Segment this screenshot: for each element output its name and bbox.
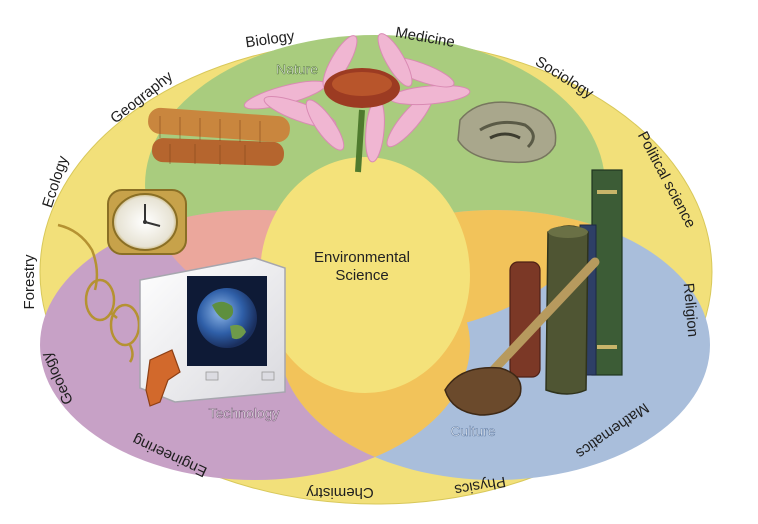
- center-title-line-1: Environmental: [314, 249, 410, 266]
- discipline-label-chemistry: Chemistry: [306, 484, 374, 501]
- culture-label: Culture: [450, 423, 495, 439]
- nature-label: Nature: [276, 61, 318, 77]
- pocket-watch-image: [108, 190, 186, 254]
- technology-label: Technology: [209, 405, 280, 421]
- center-title-line-2: Science: [335, 267, 388, 284]
- seashell-image: [458, 102, 556, 162]
- discipline-label-forestry: Forestry: [21, 254, 38, 310]
